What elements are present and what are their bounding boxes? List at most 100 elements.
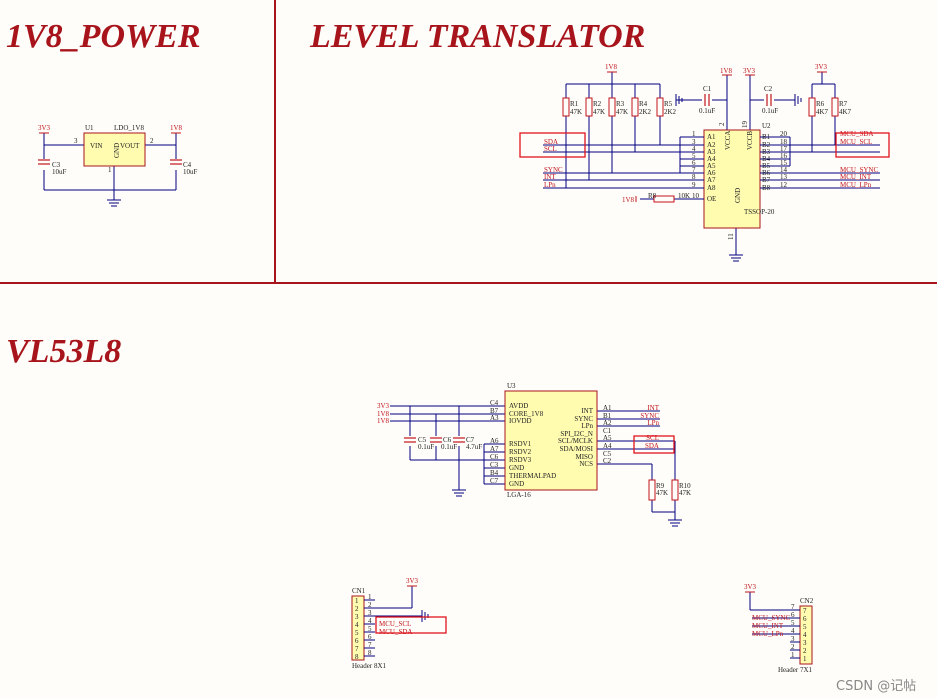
rail-vccb-3v3: 3V3 <box>743 67 756 75</box>
u3-pin-num: A7 <box>490 445 499 453</box>
r10-symbol <box>671 479 679 501</box>
u3-pin-num: A4 <box>603 442 612 450</box>
cn2-pin-index: 3 <box>803 639 807 647</box>
u3-pin-num: A6 <box>490 437 499 445</box>
pullup-ref: R1 <box>570 100 579 108</box>
u2-pin-name: A2 <box>707 141 716 149</box>
u3-pin-name: SDA/MOSI <box>560 445 594 453</box>
pullup-value: 47K <box>570 108 582 116</box>
cn2-net-mcu-int: MCU_INT <box>752 622 784 630</box>
cn1-pin-number: 1 <box>368 593 372 601</box>
net-label-sda: SDA <box>645 442 659 450</box>
u1-gnd: GND <box>113 143 121 158</box>
u3-ref: U3 <box>507 382 516 390</box>
u1-vin: VIN <box>90 142 102 150</box>
cn1-net-mcu_sda: MCU_SDA <box>379 628 412 636</box>
u3-pin-num: A3 <box>490 414 499 422</box>
u3-pin-num: C4 <box>490 399 499 407</box>
ground-symbol <box>675 94 802 262</box>
u2-vccb: VCCB <box>746 131 754 150</box>
r10-value: 47K <box>679 489 691 497</box>
c5-ref: C5 <box>418 436 427 444</box>
cn1-pin-index: 5 <box>355 629 359 637</box>
u3-pin-name: RSDV1 <box>509 440 532 448</box>
net-label-lpn: LPn <box>544 181 556 189</box>
u3-pin-num: B4 <box>490 469 499 477</box>
u1-pin3: 3 <box>74 137 78 145</box>
u3-pin-name: SCL/MCLK <box>558 437 593 445</box>
u2-pin-num: 17 <box>780 145 788 153</box>
cn1-pin-index: 3 <box>355 613 359 621</box>
net-label-mcu-scl: MCU_SCL <box>840 138 872 146</box>
u1-vout: VOUT <box>120 142 140 150</box>
r8-value: 10K <box>678 192 690 200</box>
u2-pin-num: 10 <box>692 192 700 200</box>
r9-ref: R9 <box>656 482 665 490</box>
pullup-ref: R4 <box>639 100 648 108</box>
cn2-pin-number: 4 <box>791 627 795 635</box>
cn2-pin-number: 7 <box>791 603 795 611</box>
u3-pin-name: RSDV2 <box>509 448 532 456</box>
u3-pin-name: SYNC <box>574 415 593 423</box>
r10-ref: R10 <box>679 482 691 490</box>
u2-pin-name: B5 <box>762 162 771 170</box>
u1-pin2: 2 <box>150 137 154 145</box>
u3-pin-name: NCS <box>579 460 593 468</box>
u2-pin-num: 4 <box>692 145 696 153</box>
u2-vcca: VCCA <box>724 131 732 150</box>
c3-ref: C3 <box>52 161 61 169</box>
u1-pin1: 1 <box>108 166 112 174</box>
pullup-value: 47K <box>593 108 605 116</box>
c7-value: 4.7uF <box>466 443 482 451</box>
cn1-pin-number: 2 <box>368 601 372 609</box>
u2-pin-num: 20 <box>780 130 788 138</box>
rail-vcca-1v8: 1V8 <box>720 67 733 75</box>
u2-pin-num: 6 <box>692 159 696 167</box>
u2-pin-name: B6 <box>762 169 771 177</box>
u2-pin-num: 8 <box>692 173 696 181</box>
u2-pin-name: A4 <box>707 155 716 163</box>
cn1-pin-index: 6 <box>355 637 359 645</box>
u3-pin-name: THERMALPAD <box>509 472 556 480</box>
net-label-sda: SDA <box>544 138 558 146</box>
u2-pin-name: B1 <box>762 133 771 141</box>
c6-ref: C6 <box>443 436 452 444</box>
cn2-net-mcu-lpn: MCU_LPn <box>752 630 784 638</box>
r5-symbol <box>656 97 664 117</box>
sensor-wires <box>390 405 676 520</box>
u2-pin-name: B4 <box>762 155 771 163</box>
r8-symbol <box>653 195 675 203</box>
cn1-pin-index: 1 <box>355 597 359 605</box>
u3-pin-num: A2 <box>603 419 612 427</box>
highlight-mcu-i2c <box>375 616 447 634</box>
u3-pin-num: C5 <box>603 450 612 458</box>
cn1-pin-index: 7 <box>355 645 359 653</box>
net-label-mcu-sync: MCU_SYNC <box>840 166 878 174</box>
cn2-ref: CN2 <box>800 597 814 605</box>
rail-1v8: 1V8 <box>605 63 618 71</box>
watermark: CSDN @记帖 <box>836 679 916 694</box>
u2-pin-vccb: 19 <box>741 121 749 129</box>
cn1-pin-index: 8 <box>355 653 359 661</box>
cn2-pin-number: 2 <box>791 643 795 651</box>
ground-symbol <box>452 489 682 527</box>
cn2-pin-number: 1 <box>791 651 795 659</box>
cn1-pin-index: 2 <box>355 605 359 613</box>
u2-pin-name: B3 <box>762 148 771 156</box>
u2-gnd: GND <box>734 188 742 203</box>
u3-pin-num: B7 <box>490 407 499 415</box>
cn1-pin-number: 8 <box>368 649 372 657</box>
net-label-int: INT <box>544 173 556 181</box>
u2-pin-vcca: 2 <box>718 122 726 126</box>
u2-pin-name: B8 <box>762 184 771 192</box>
u2-body <box>703 129 761 229</box>
c2-ref: C2 <box>764 85 773 93</box>
section-title-translator: LEVEL TRANSLATOR <box>309 18 645 55</box>
cn2-pin-index: 2 <box>803 647 807 655</box>
pullup-ref: R3 <box>616 100 625 108</box>
u2-pin-name: B7 <box>762 176 771 184</box>
